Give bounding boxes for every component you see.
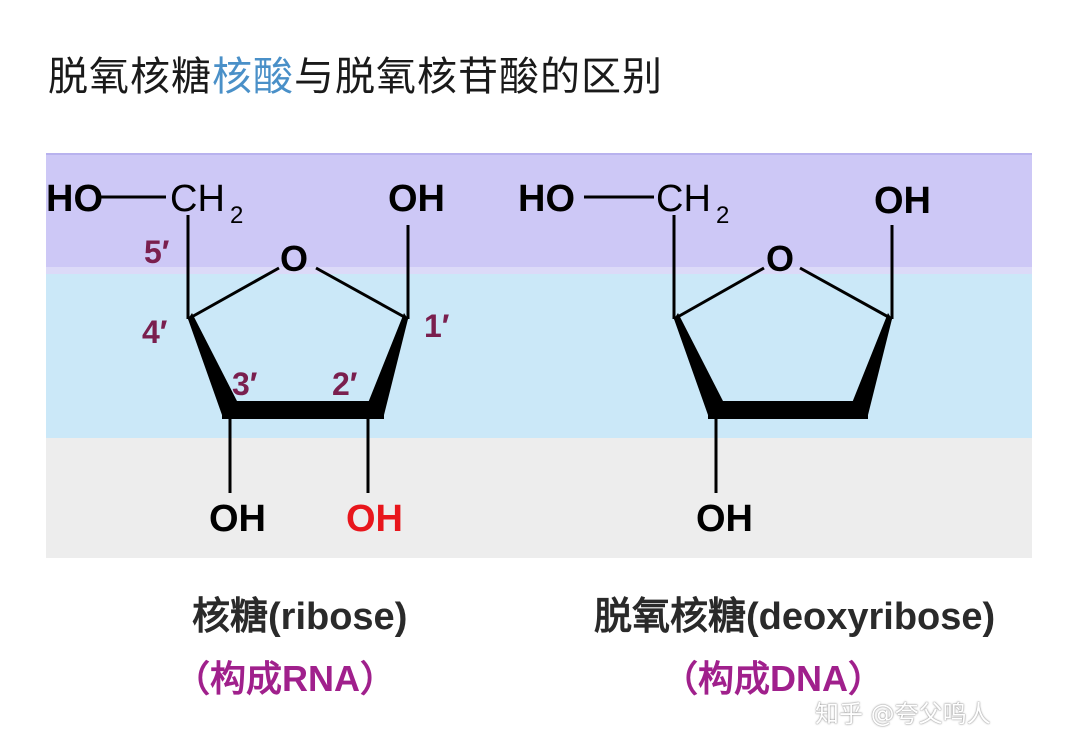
deoxyribose-oh-bottom: OH <box>696 498 753 540</box>
ribose-ch-subscript: 2 <box>230 202 243 229</box>
title-link-nucleic-acid[interactable]: 核酸 <box>212 54 294 100</box>
ribose-label: 核糖(ribose) <box>192 596 407 638</box>
deoxyribose-ch: CH <box>656 178 711 220</box>
title-part2: 与脱氧核苷酸的区别 <box>294 54 663 100</box>
deoxyribose-wedge-left <box>674 313 724 415</box>
ribose-bond-c4-o <box>187 266 280 321</box>
ribose-oh-bottom-right: OH <box>346 498 403 540</box>
ribose-sublabel: （构成RNA） <box>174 658 396 699</box>
band-purple <box>46 153 1032 269</box>
band-divider <box>46 267 1032 274</box>
deoxyribose-ho: HO <box>518 178 575 220</box>
sugar-comparison-figure: HO CH 2 OH O OH OH 5′ 4′ 3′ 2′ 1′ 核糖(rib… <box>46 153 1032 713</box>
ribose-wedge-right <box>368 313 408 415</box>
ribose-position-2: 2′ <box>332 366 358 402</box>
deoxyribose-structure: HO CH 2 OH O OH 脱氧核糖(deoxyribose) （构成DNA… <box>518 178 995 699</box>
deoxyribose-ch-subscript: 2 <box>716 202 729 229</box>
ribose-bond-o-c1 <box>315 266 409 321</box>
title-part1: 脱氧核糖 <box>48 54 212 100</box>
ribose-oh-bottom-left: OH <box>209 498 266 540</box>
ribose-position-3: 3′ <box>232 366 258 402</box>
ribose-position-5: 5′ <box>144 234 170 270</box>
page-title: 脱氧核糖核酸与脱氧核苷酸的区别 <box>48 44 663 102</box>
band-gray <box>46 438 1032 558</box>
ribose-position-4: 4′ <box>142 314 168 350</box>
ribose-wedge-left <box>188 313 238 415</box>
band-white <box>46 558 1032 713</box>
ribose-position-1: 1′ <box>424 308 450 344</box>
ribose-oh-top: OH <box>388 178 445 220</box>
deoxyribose-ring-o: O <box>766 238 794 279</box>
deoxyribose-wedge-right <box>852 313 892 415</box>
deoxyribose-label: 脱氧核糖(deoxyribose) <box>594 596 995 638</box>
structures-svg: HO CH 2 OH O OH OH 5′ 4′ 3′ 2′ 1′ 核糖(rib… <box>46 178 995 699</box>
deoxyribose-oh-top: OH <box>874 180 931 222</box>
ribose-ring-o: O <box>280 238 308 279</box>
ribose-structure: HO CH 2 OH O OH OH 5′ 4′ 3′ 2′ 1′ 核糖(rib… <box>46 178 450 699</box>
watermark: 知乎 @夸父鸣人 <box>815 700 991 728</box>
ribose-ch: CH <box>170 178 225 220</box>
deoxyribose-bond-o-c1 <box>799 266 893 321</box>
deoxyribose-bond-c4-o <box>673 266 765 321</box>
ribose-bond-c3-c2 <box>222 401 384 419</box>
ribose-ho: HO <box>46 178 103 220</box>
deoxyribose-bond-c3-c2 <box>708 401 868 419</box>
deoxyribose-sublabel: （构成DNA） <box>662 658 884 699</box>
